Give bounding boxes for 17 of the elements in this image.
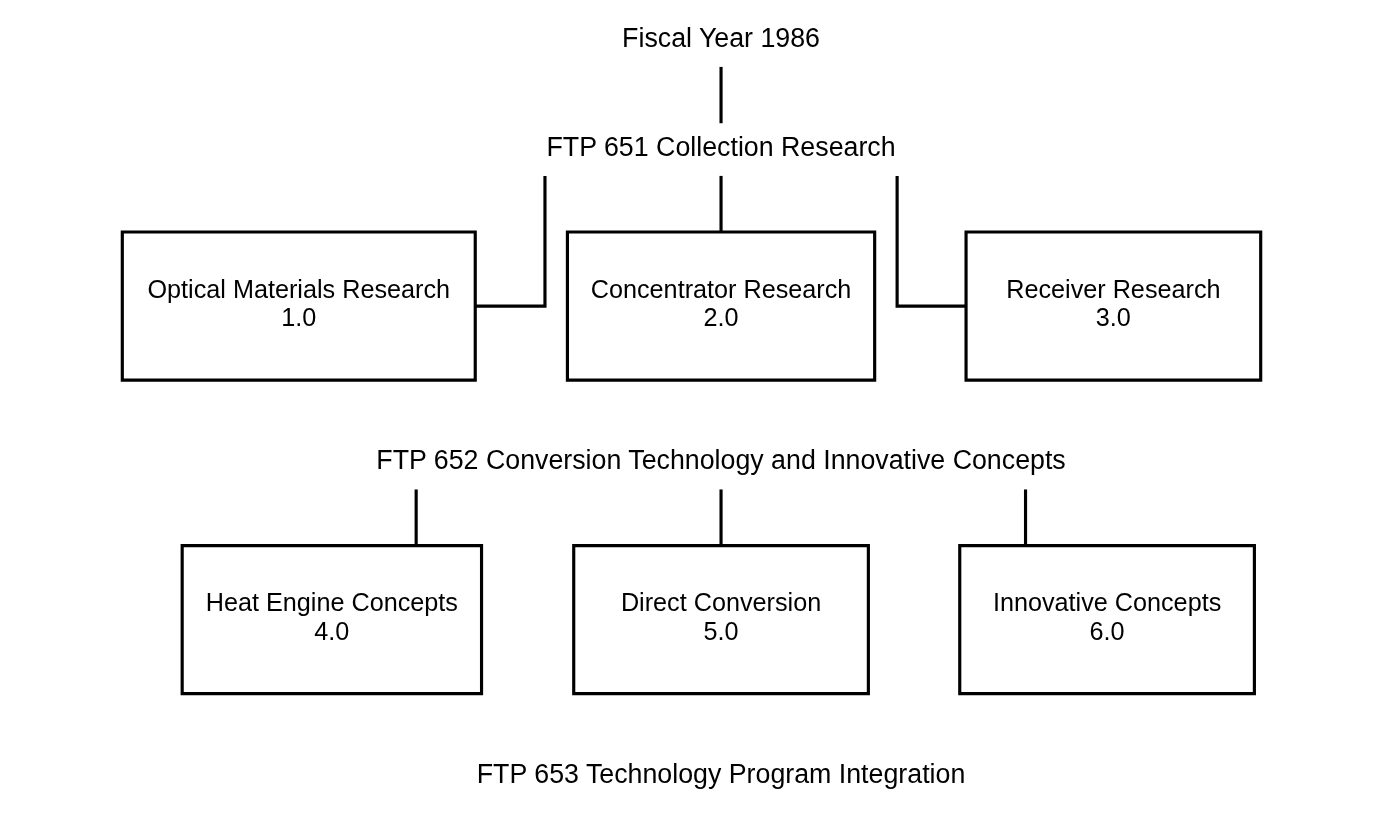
node-box: Concentrator Research 2.0: [565, 230, 877, 382]
connector: [414, 489, 418, 546]
node-box: Receiver Research 3.0: [964, 230, 1263, 382]
connector: [475, 175, 547, 308]
connector: [895, 175, 966, 308]
connector: [719, 489, 723, 546]
node-box: Direct Conversion 5.0: [572, 544, 870, 696]
node-box: Innovative Concepts 6.0: [958, 544, 1256, 696]
node-box: Optical Materials Research 1.0: [120, 230, 477, 382]
label: FTP 653 Technology Program Integration: [476, 758, 966, 789]
connector: [719, 66, 723, 124]
connector: [719, 175, 723, 232]
connector: [1023, 489, 1028, 546]
node-text: FTP 652 Conversion Technology and Innovative Concepts: [376, 445, 1066, 476]
node-text: Fiscal Year 1986: [622, 23, 820, 54]
node-box: Heat Engine Concepts 4.0: [180, 544, 484, 696]
node-text: FTP 651 Collection Research: [546, 131, 896, 162]
